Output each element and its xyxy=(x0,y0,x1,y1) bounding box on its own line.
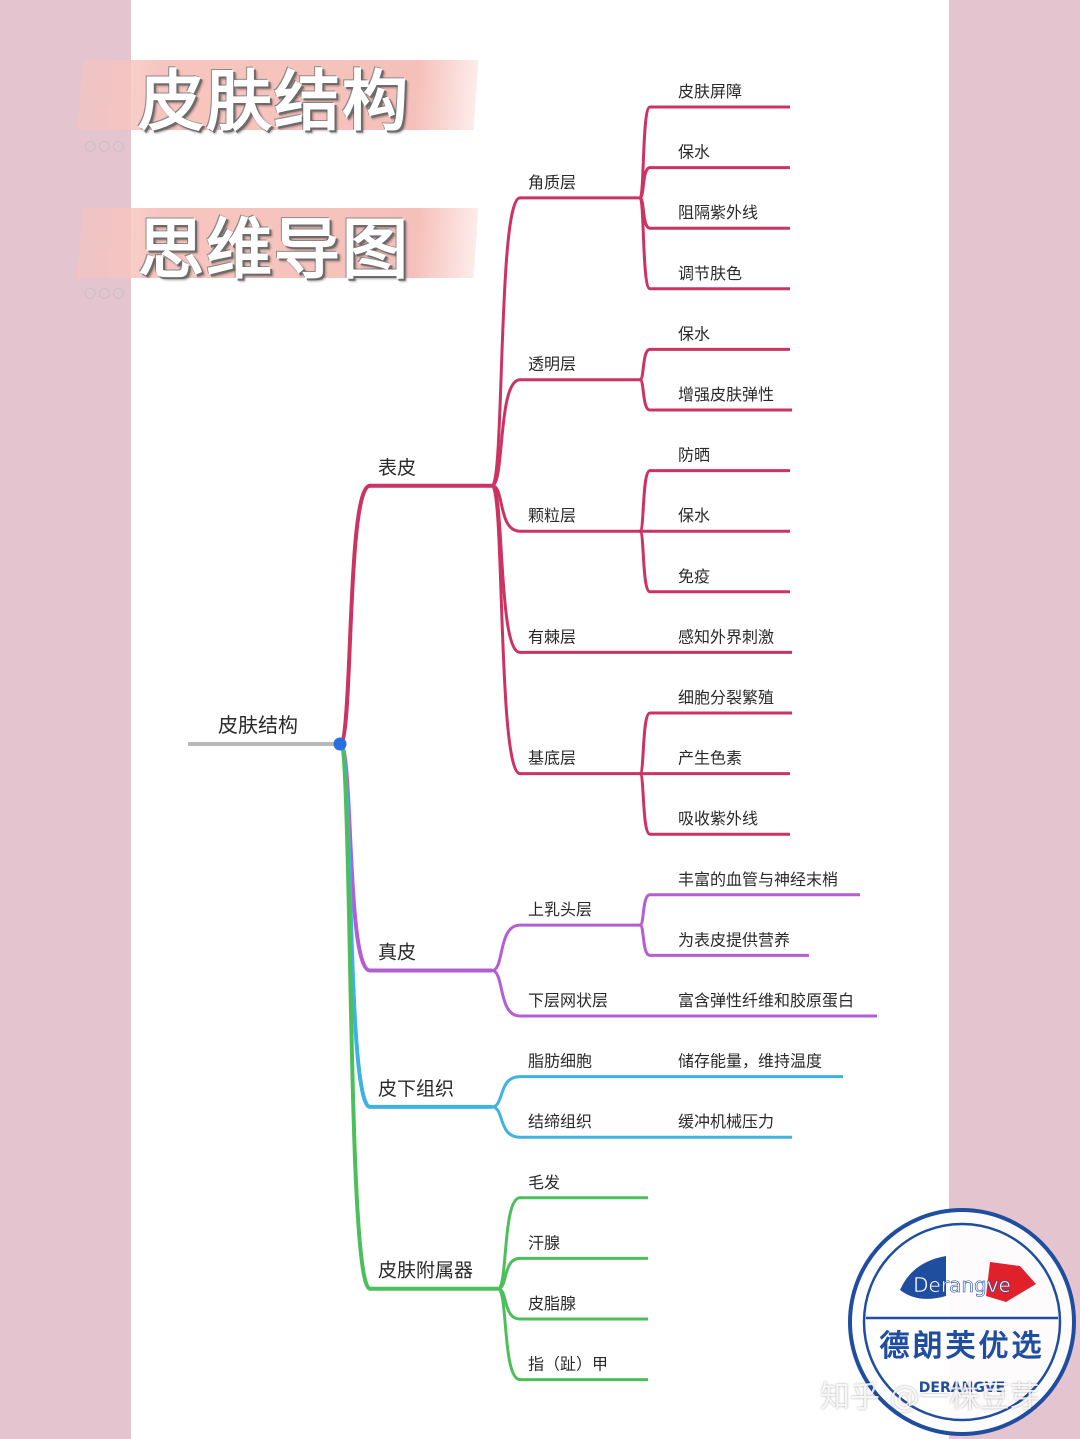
leaf-connector xyxy=(638,529,652,594)
branch-connector xyxy=(338,742,372,1291)
leaf-connector xyxy=(638,923,652,957)
branch-label: 皮下组织 xyxy=(378,1078,454,1100)
seal-red-map-shape xyxy=(986,1262,1036,1302)
child-connector xyxy=(496,1287,522,1382)
child-label: 汗腺 xyxy=(528,1233,560,1252)
child-connector xyxy=(490,196,522,488)
title-line-2: 思维导图 xyxy=(138,211,410,288)
child-connector xyxy=(490,969,522,1018)
seal-inner-ring xyxy=(862,1222,1062,1422)
child-label: 皮脂腺 xyxy=(528,1294,576,1313)
seal-brand-en: Derangve xyxy=(913,1273,1011,1297)
leaf-label: 调节肤色 xyxy=(678,264,742,283)
leaf-label: 细胞分裂繁殖 xyxy=(678,688,774,707)
child-label: 毛发 xyxy=(528,1173,560,1192)
leaf-label: 缓冲机械压力 xyxy=(678,1112,774,1131)
leaf-label: 皮肤屏障 xyxy=(678,82,742,101)
leaf-label: 保水 xyxy=(678,324,710,343)
leaf-connector xyxy=(638,378,652,412)
leaf-label: 储存能量，维持温度 xyxy=(678,1052,822,1071)
child-label: 透明层 xyxy=(528,355,576,374)
leaf-connector xyxy=(638,772,652,836)
leaf-label: 丰富的血管与神经末梢 xyxy=(678,870,838,889)
child-connector xyxy=(490,484,522,776)
child-label: 指（趾）甲 xyxy=(528,1355,608,1374)
branch-connector xyxy=(338,483,372,746)
title-dots-1: ○○○ xyxy=(84,138,127,154)
leaf-label: 为表皮提供营养 xyxy=(678,930,790,949)
root-dot xyxy=(333,737,347,751)
seal-ring-text: DERANGVE xyxy=(919,1380,1005,1396)
child-label: 有棘层 xyxy=(528,627,576,646)
leaf-label: 感知外界刺激 xyxy=(678,627,774,646)
child-connector xyxy=(490,923,522,973)
leaf-connector xyxy=(638,711,652,776)
leaf-label: 吸收紫外线 xyxy=(678,809,758,828)
leaf-label: 防晒 xyxy=(678,446,710,465)
child-connector xyxy=(490,378,522,488)
leaf-label: 富含弹性纤维和胶原蛋白 xyxy=(678,991,854,1010)
seal-brand-cn: 德朗芙优选 xyxy=(880,1329,1045,1364)
child-connector xyxy=(490,1105,522,1139)
watermark: 知乎 @一株豆芽 xyxy=(820,1380,1040,1415)
leaf-label: 产生色素 xyxy=(678,749,742,768)
leaf-label: 保水 xyxy=(678,506,710,525)
child-label: 颗粒层 xyxy=(528,506,576,525)
root-label: 皮肤结构 xyxy=(218,713,298,737)
child-label: 角质层 xyxy=(528,173,576,192)
branch-label: 真皮 xyxy=(378,942,416,964)
child-label: 下层网状层 xyxy=(528,991,608,1010)
branch-label: 皮肤附属器 xyxy=(378,1260,473,1282)
leaf-label: 阻隔紫外线 xyxy=(678,203,758,222)
child-label: 基底层 xyxy=(528,749,576,768)
title-dots-2: ○○○ xyxy=(84,285,127,301)
leaf-label: 免疫 xyxy=(678,567,710,586)
leaf-connector xyxy=(638,469,652,533)
child-label: 结缔组织 xyxy=(528,1112,592,1131)
leaf-label: 增强皮肤弹性 xyxy=(678,385,774,404)
branch-label: 表皮 xyxy=(378,457,416,479)
leaf-label: 保水 xyxy=(678,143,710,162)
seal-blue-map-shape xyxy=(900,1256,946,1299)
title-line-1: 皮肤结构 xyxy=(138,63,410,140)
child-label: 上乳头层 xyxy=(528,900,592,919)
leaf-connector xyxy=(638,196,652,291)
child-label: 脂肪细胞 xyxy=(528,1052,592,1071)
